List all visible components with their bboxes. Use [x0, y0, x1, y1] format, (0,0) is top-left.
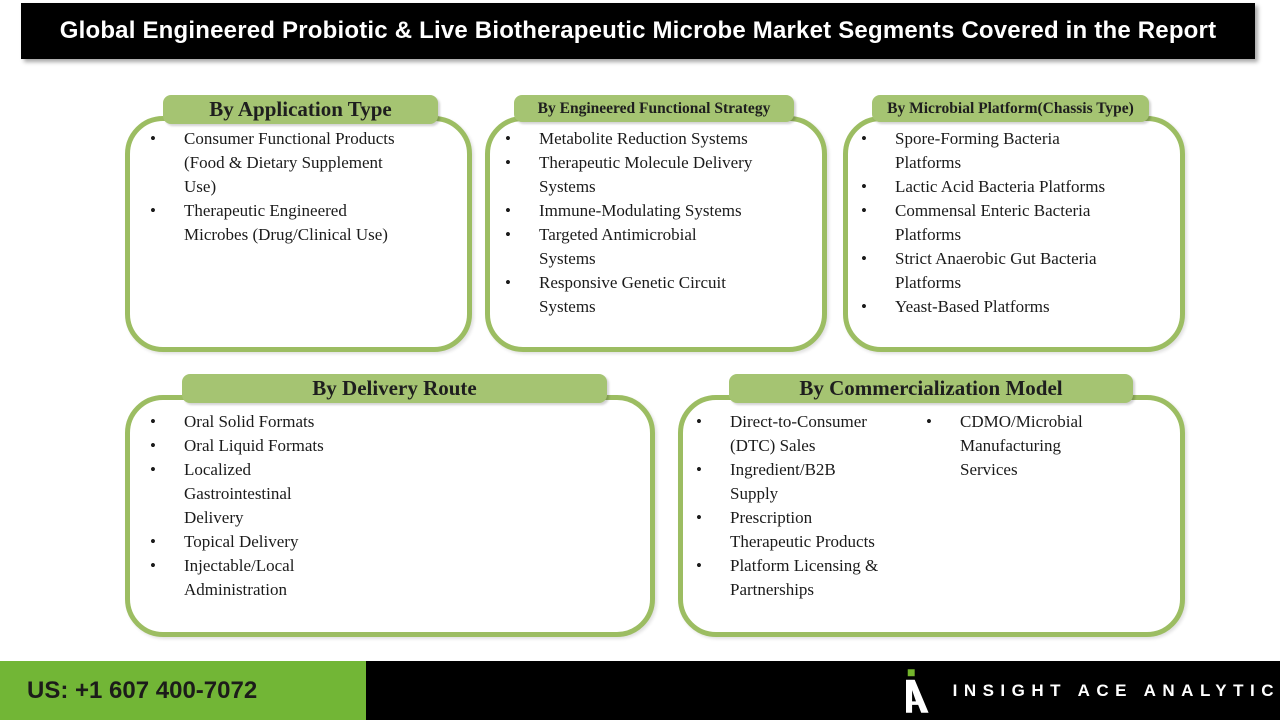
- list-item-text: CDMO/Microbial Manufacturing Services: [960, 412, 1083, 479]
- list-item: • Yeast-Based Platforms: [861, 295, 1166, 319]
- bullet-icon: •: [861, 201, 867, 220]
- list-item: • Topical Delivery: [150, 530, 630, 554]
- segment-list-engineered-functional-strategy: • Metabolite Reduction Systems • Therapeuti…: [505, 127, 815, 319]
- list-item-text: Targeted Antimicrobial Systems: [539, 225, 697, 268]
- list-item-text: Lactic Acid Bacteria Platforms: [895, 177, 1106, 196]
- list-item-text: Therapeutic Engineered Microbes (Drug/Cl…: [184, 201, 388, 244]
- list-item: • Commensal Enteric Bacteria Platforms: [861, 199, 1166, 247]
- segment-list-delivery-route: •Oral Solid Formats•Oral Liquid Formats•…: [150, 410, 630, 602]
- list-item-text: Prescription Therapeutic Products: [730, 508, 875, 551]
- bullet-icon: •: [861, 249, 867, 268]
- list-item-text: Therapeutic Molecule Delivery Systems: [539, 153, 753, 196]
- list-item-text: Platform Licensing & Partnerships: [730, 556, 879, 599]
- list-item: • Prescription Therapeutic Products: [696, 506, 928, 554]
- segment-box-commercialization-model: [678, 395, 1185, 637]
- list-item-text: Immune-Modulating Systems: [539, 201, 742, 220]
- list-item-text: Topical Delivery: [184, 532, 299, 551]
- bullet-icon: •: [505, 273, 511, 292]
- segment-box-engineered-functional-strategy: [485, 116, 827, 352]
- list-item-text: Metabolite Reduction Systems: [539, 129, 748, 148]
- list-item-text: Injectable/Local Administration: [184, 556, 295, 599]
- list-item: • Localized Gastrointestinal Delivery: [150, 458, 630, 530]
- segment-header-engineered-functional-strategy: By Engineered Functional Strategy: [514, 95, 794, 122]
- list-item: • Targeted Antimicrobial Systems: [505, 223, 815, 271]
- list-item: • Oral Solid Formats: [150, 410, 630, 434]
- phone-number: US: +1 607 400-7072: [27, 676, 258, 704]
- bullet-icon: •: [150, 129, 156, 148]
- bullet-icon: •: [696, 556, 702, 575]
- segment-header-application-type: By Application Type: [163, 95, 438, 124]
- segment-list-commercialization-model-col2: • CDMO/Microbial Manufacturing Services: [926, 410, 1166, 482]
- list-item: • CDMO/Microbial Manufacturing Services: [926, 410, 1166, 482]
- bullet-icon: •: [150, 436, 156, 455]
- list-item-text: Localized Gastrointestinal Delivery: [184, 460, 292, 527]
- footer-brand-bar: INSIGHT ACE ANALYTIC: [366, 661, 1280, 720]
- segment-box-delivery-route: [125, 395, 655, 637]
- segment-list-commercialization-model-col1: • Direct-to-Consumer (DTC) Sales • Ingredie…: [696, 410, 928, 602]
- segment-title: By Microbial Platform(Chassis Type): [887, 99, 1134, 117]
- list-item: • Spore-Forming Bacteria Platforms: [861, 127, 1166, 175]
- bullet-icon: •: [150, 201, 156, 220]
- bullet-icon: •: [861, 297, 867, 316]
- bullet-icon: •: [505, 225, 511, 244]
- list-item: • Metabolite Reduction Systems: [505, 127, 815, 151]
- list-item-text: Direct-to-Consumer (DTC) Sales: [730, 412, 867, 455]
- list-item-text: Yeast-Based Platforms: [895, 297, 1050, 316]
- bullet-icon: •: [696, 460, 702, 479]
- segment-list-application-type: • Consumer Functional Products (Food & Di…: [150, 127, 462, 247]
- bullet-icon: •: [150, 556, 156, 575]
- list-item: • Ingredient/B2B Supply: [696, 458, 928, 506]
- list-item-text: Commensal Enteric Bacteria Platforms: [895, 201, 1091, 244]
- brand-name: INSIGHT ACE ANALYTIC: [952, 680, 1280, 700]
- bullet-icon: •: [861, 129, 867, 148]
- segment-box-microbial-platform: [843, 116, 1185, 352]
- bullet-icon: •: [150, 532, 156, 551]
- list-item-text: Strict Anaerobic Gut Bacteria Platforms: [895, 249, 1097, 292]
- list-item: • Lactic Acid Bacteria Platforms: [861, 175, 1166, 199]
- footer-phone-bar: US: +1 607 400-7072: [0, 661, 366, 720]
- page-title: Global Engineered Probiotic & Live Bioth…: [59, 17, 1217, 44]
- segment-title: By Application Type: [209, 97, 392, 121]
- segment-title: By Engineered Functional Strategy: [537, 99, 771, 117]
- bullet-icon: •: [505, 153, 511, 172]
- list-item: • Immune-Modulating Systems: [505, 199, 815, 223]
- list-item: • Injectable/Local Administration: [150, 554, 630, 602]
- bullet-icon: •: [696, 412, 702, 431]
- title-banner: Global Engineered Probiotic & Live Bioth…: [21, 3, 1255, 59]
- list-item-text: Spore-Forming Bacteria Platforms: [895, 129, 1060, 172]
- segment-list-microbial-platform: • Spore-Forming Bacteria Platforms • Lactic…: [861, 127, 1166, 319]
- segment-header-microbial-platform: By Microbial Platform(Chassis Type): [872, 95, 1149, 122]
- segment-header-delivery-route: By Delivery Route: [182, 374, 607, 403]
- bullet-icon: •: [150, 460, 156, 479]
- list-item-text: Ingredient/B2B Supply: [730, 460, 836, 503]
- segment-title: By Delivery Route: [312, 376, 477, 400]
- list-item: • Therapeutic Molecule Delivery Systems: [505, 151, 815, 199]
- list-item-text: Consumer Functional Products (Food & Die…: [184, 129, 395, 196]
- list-item-text: Oral Liquid Formats: [184, 436, 324, 455]
- list-item: • Oral Liquid Formats: [150, 434, 630, 458]
- bullet-icon: •: [505, 201, 511, 220]
- list-item: • Responsive Genetic Circuit Systems: [505, 271, 815, 319]
- bullet-icon: •: [505, 129, 511, 148]
- list-item: • Consumer Functional Products (Food & Di…: [150, 127, 462, 199]
- list-item-text: Responsive Genetic Circuit Systems: [539, 273, 726, 316]
- list-item: • Therapeutic Engineered Microbes (Drug/C…: [150, 199, 462, 247]
- list-item-text: Oral Solid Formats: [184, 412, 315, 431]
- list-item: • Direct-to-Consumer (DTC) Sales: [696, 410, 928, 458]
- segment-header-commercialization-model: By Commercialization Model: [729, 374, 1133, 403]
- segment-title: By Commercialization Model: [799, 376, 1063, 400]
- list-item: • Strict Anaerobic Gut Bacteria Platforms: [861, 247, 1166, 295]
- bullet-icon: •: [150, 412, 156, 431]
- bullet-icon: •: [926, 412, 932, 431]
- bullet-icon: •: [696, 508, 702, 527]
- bullet-icon: •: [861, 177, 867, 196]
- insight-ace-logo-icon: [906, 668, 929, 713]
- list-item: • Platform Licensing & Partnerships: [696, 554, 928, 602]
